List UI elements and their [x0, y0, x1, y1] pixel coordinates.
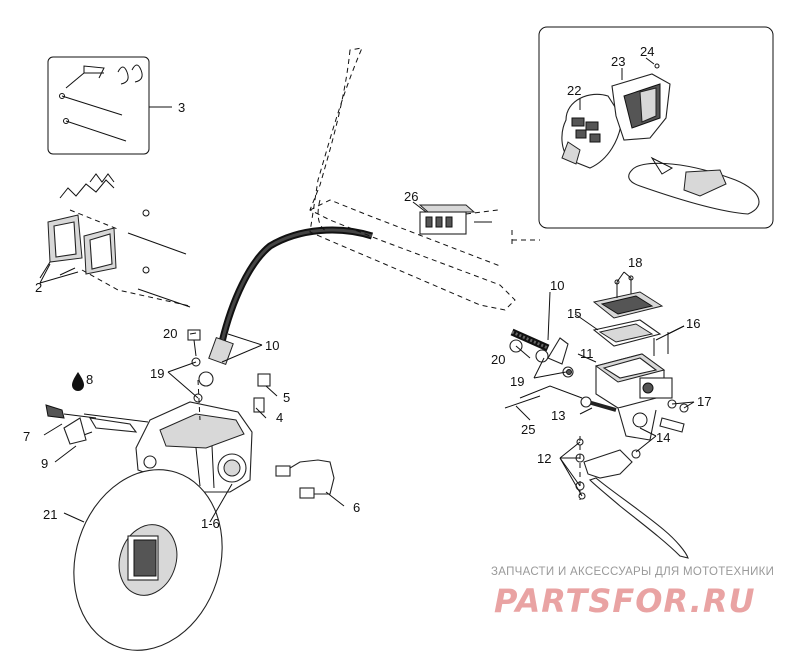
callout-26: 26 [404, 189, 418, 204]
callout-12: 12 [537, 451, 551, 466]
watermark-logo: PARTSFOR.RU [494, 582, 755, 620]
callout-11: 11 [580, 346, 594, 361]
leader-lines [39, 201, 695, 523]
callout-23: 23 [611, 54, 625, 69]
callout-9: 9 [41, 456, 48, 471]
master-cylinder-assembly [504, 275, 689, 459]
switch-inset-box [511, 26, 774, 244]
callout-24: 24 [640, 44, 654, 59]
callout-14: 14 [656, 430, 670, 445]
callout-5: 5 [283, 390, 290, 405]
callout-19-right: 19 [510, 374, 524, 389]
callout-10-left: 10 [265, 338, 279, 353]
callout-15: 15 [567, 306, 581, 321]
callout-6: 6 [353, 500, 360, 515]
callout-19-left: 19 [150, 366, 164, 381]
callout-4: 4 [276, 410, 283, 425]
callout-20-left: 20 [163, 326, 177, 341]
callout-3: 3 [178, 100, 185, 115]
callout-8: 8 [86, 372, 93, 387]
hardware-kit-box [47, 56, 172, 155]
brake-hose [198, 226, 374, 387]
callout-21: 21 [43, 507, 57, 522]
callout-13: 13 [551, 408, 565, 423]
handlebar-outline [309, 47, 516, 311]
callout-22: 22 [567, 83, 581, 98]
callout-7: 7 [23, 429, 30, 444]
brake-pads-group [39, 173, 191, 308]
callout-25: 25 [521, 422, 535, 437]
watermark-tagline: ЗАПЧАСТИ И АКСЕССУАРЫ ДЛЯ МОТОТЕХНИКИ [491, 566, 775, 578]
callout-18: 18 [628, 255, 642, 270]
brake-disc [73, 469, 223, 651]
callout-1-6: 1-6 [201, 516, 220, 531]
callout-16: 16 [686, 316, 700, 331]
callout-20-right: 20 [491, 352, 505, 367]
callout-2: 2 [35, 280, 42, 295]
callout-10-right: 10 [550, 278, 564, 293]
oil-drop-icon [72, 372, 84, 391]
callout-labels: 1-6 2 3 4 5 6 7 8 9 10 10 11 12 13 14 15… [23, 44, 711, 531]
watermark-logo-text: PARTSFOR.RU [494, 582, 755, 620]
callout-17: 17 [697, 394, 711, 409]
switch-connector [418, 204, 499, 235]
banjo-bolt-left [187, 329, 203, 421]
